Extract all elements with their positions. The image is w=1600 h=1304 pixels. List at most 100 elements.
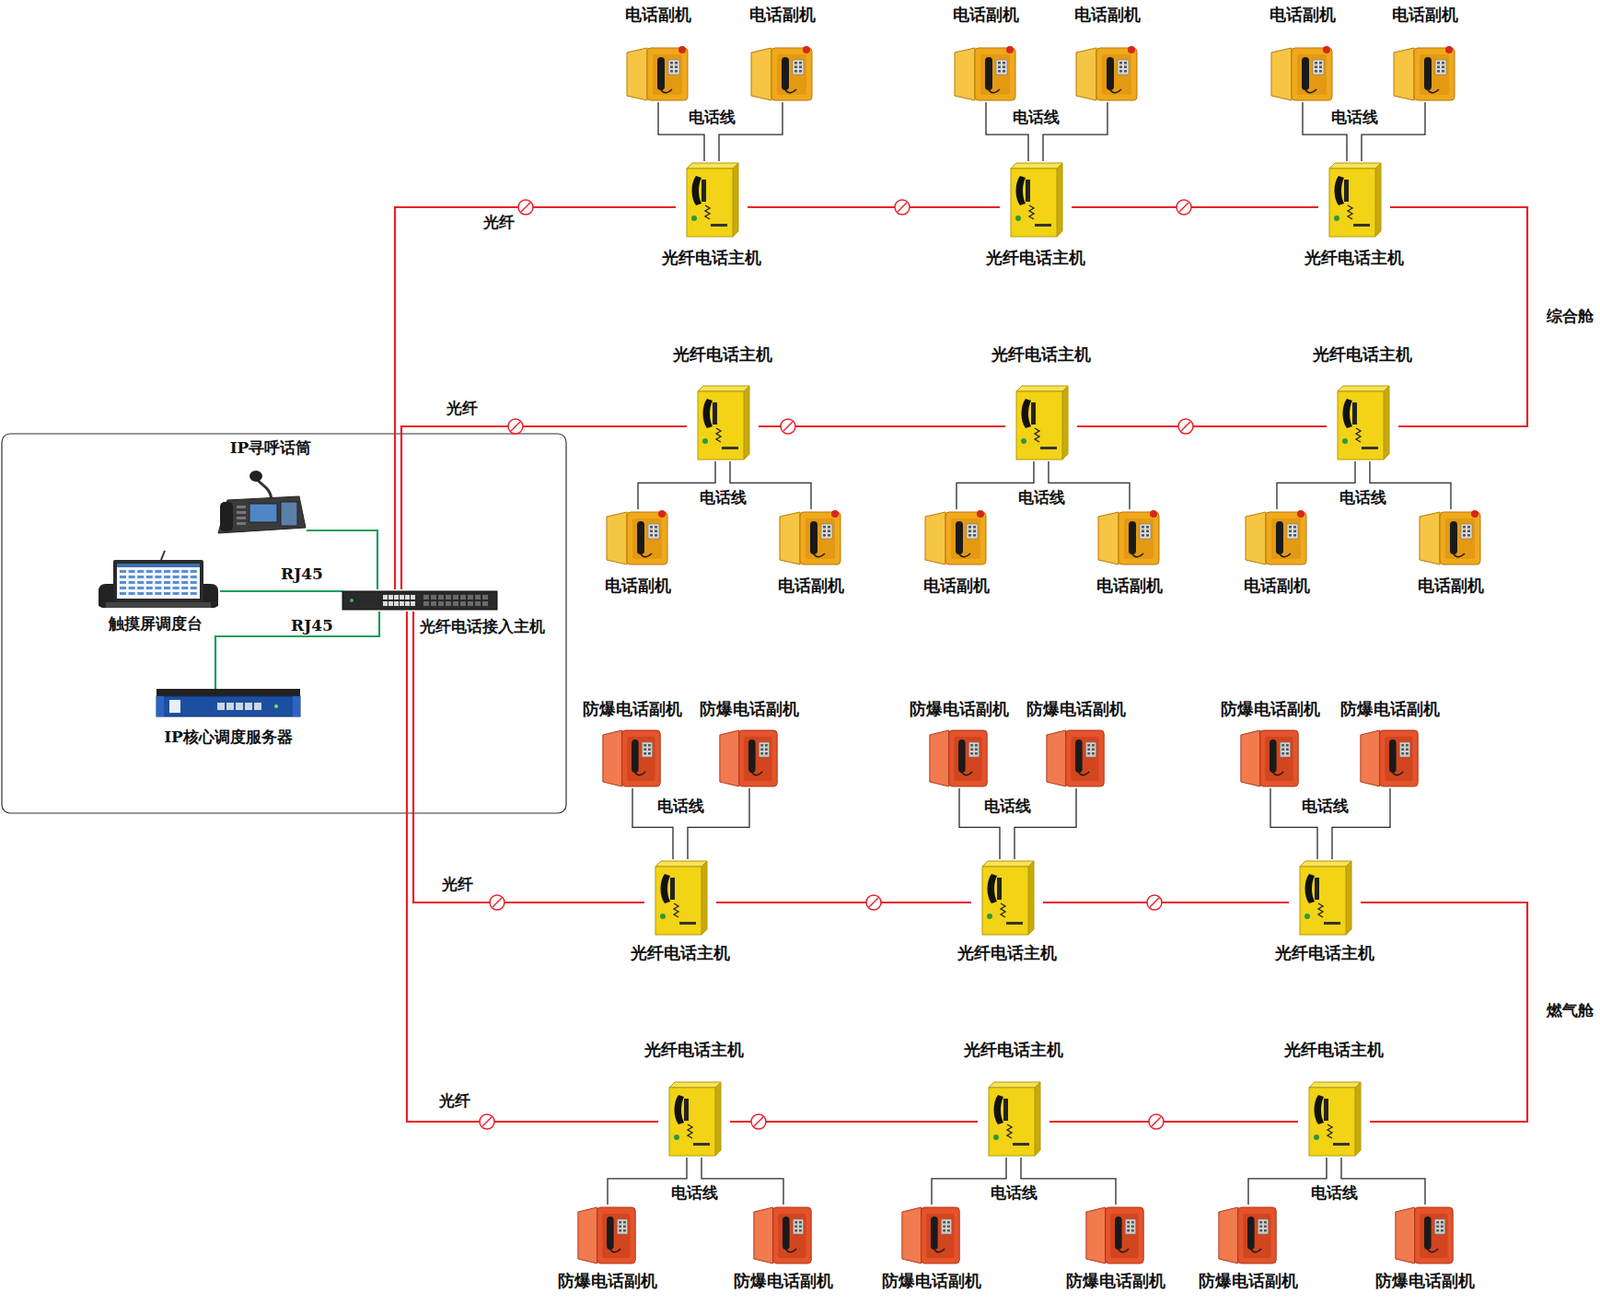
enclosure-recess — [1264, 736, 1293, 781]
handset-cord — [1318, 903, 1323, 917]
handset — [1334, 175, 1345, 206]
keypad-key — [1462, 533, 1466, 537]
break-slash — [510, 421, 521, 431]
handset — [1114, 1216, 1123, 1250]
screen-button — [173, 580, 180, 584]
keypad-key — [643, 752, 647, 755]
link-label: 电话线 — [1012, 108, 1060, 127]
fiber-phone-host: 光纤电话主机 — [977, 1079, 1050, 1158]
side-screen — [280, 501, 298, 526]
keypad-key — [765, 748, 768, 752]
fiber-link — [413, 611, 645, 903]
handset-cradle — [1025, 179, 1031, 202]
keypad-key — [765, 752, 768, 755]
handset-cord — [959, 553, 971, 557]
screen-button — [137, 586, 144, 590]
network-port — [217, 702, 225, 710]
screen-button — [137, 575, 144, 579]
status-light — [993, 1134, 999, 1140]
enclosure-door — [602, 730, 623, 787]
handset-cradle — [670, 877, 675, 900]
beacon-light — [831, 510, 839, 518]
screen-button — [181, 586, 188, 590]
fiber-link — [1043, 901, 1289, 904]
keypad-key — [1462, 530, 1466, 534]
handset-cradle — [712, 402, 718, 425]
status-light — [1020, 438, 1027, 444]
brand-strip — [1353, 223, 1370, 227]
enclosure-door — [753, 1206, 774, 1264]
handset — [994, 1094, 1005, 1125]
break-slash — [783, 421, 793, 431]
keypad-key — [799, 1225, 802, 1229]
keypad-key — [1281, 748, 1285, 752]
break-circle — [751, 1113, 766, 1129]
box-top — [1010, 162, 1063, 169]
screen-button — [119, 591, 127, 595]
handset — [748, 739, 756, 773]
device-label: 电话副机 — [923, 576, 990, 595]
handset — [1424, 1216, 1432, 1250]
link-label: 电话线 — [671, 1183, 719, 1202]
keypad-key — [1293, 525, 1297, 529]
enclosure-recess — [777, 1213, 806, 1258]
handset — [1305, 873, 1316, 904]
explosion-proof-phone: 防爆电话副机 — [1044, 727, 1108, 789]
phone-extension-icon — [604, 509, 672, 567]
keypad — [616, 1218, 627, 1234]
screen-button — [154, 586, 162, 590]
box-side — [1056, 162, 1063, 237]
screen-button — [181, 580, 188, 584]
break-slash — [521, 202, 531, 212]
fiber-break-symbol — [751, 1113, 766, 1129]
handset-cord — [813, 553, 825, 557]
screen-button — [163, 586, 171, 590]
keypad-key — [827, 530, 831, 534]
fiber-break-symbol — [489, 894, 505, 910]
handset-cradle — [1323, 1098, 1329, 1121]
fiber-phone-host-icon — [986, 1079, 1041, 1158]
enclosure-door — [1046, 730, 1067, 787]
keypad-key — [618, 1220, 622, 1224]
keypad-key — [654, 530, 658, 534]
keypad-key — [1314, 61, 1318, 65]
keypad — [1139, 523, 1151, 539]
server-front — [156, 695, 301, 717]
fiber-phone-host: 光纤电话主机 — [675, 161, 748, 239]
handset-cord — [705, 205, 710, 220]
device-label: 防爆电话副机 — [1198, 1271, 1299, 1290]
enclosure-recess — [1297, 54, 1327, 95]
box-side — [715, 1081, 721, 1156]
box-front — [988, 1087, 1035, 1156]
keypad-key — [1131, 1228, 1135, 1232]
keypad-key — [674, 66, 678, 70]
handset-cord — [716, 428, 721, 442]
handset-cradle — [997, 877, 1002, 900]
box-top — [697, 385, 750, 392]
phone-extension: 电话副机 — [604, 509, 672, 567]
keypad-key — [1314, 69, 1318, 73]
network-port — [254, 702, 262, 710]
fiber-link — [406, 611, 659, 1122]
box-front — [1309, 1087, 1356, 1156]
screen-button — [154, 591, 162, 595]
explosion-proof-phone: 防爆电话副机 — [1358, 727, 1422, 789]
handset-cord — [934, 1248, 945, 1253]
enclosure-door — [1271, 47, 1292, 101]
touch-dispatch-console: 触摸屏调度台 — [96, 556, 221, 610]
fiber-break-symbol — [894, 199, 910, 215]
fiber-port — [445, 601, 452, 606]
control-room-frame — [1, 433, 567, 813]
screen-button — [119, 580, 127, 584]
box-front — [697, 391, 744, 460]
explosion-proof-phone-icon — [1393, 1204, 1457, 1265]
keypad-key — [1131, 1225, 1135, 1229]
port — [388, 601, 394, 606]
explosion-proof-phone: 防爆电话副机 — [718, 727, 781, 789]
enclosure-door — [1360, 730, 1380, 787]
device-label: 光纤电话主机 — [1275, 943, 1375, 963]
monitor-frame — [113, 559, 204, 603]
fiber-phone-host-icon — [1335, 383, 1390, 462]
beacon-light — [1149, 510, 1158, 518]
explosion-proof-phone-icon — [900, 1204, 963, 1265]
